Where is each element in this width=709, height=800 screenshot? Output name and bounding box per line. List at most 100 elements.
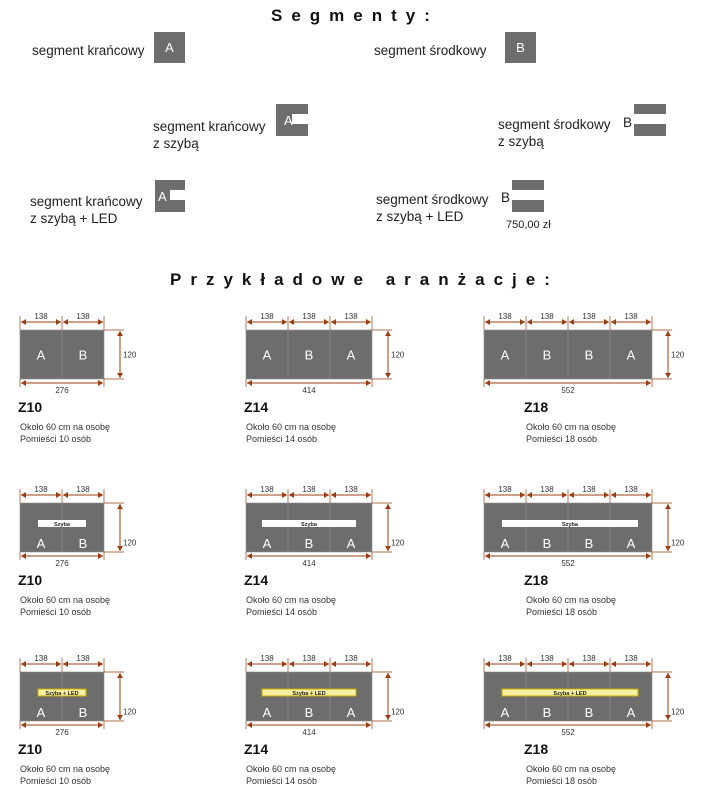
strip-label: Szyba: [562, 522, 579, 528]
segment-block: [287, 329, 331, 380]
segment-width-label: 138: [344, 312, 358, 321]
segment-letter: B: [79, 705, 88, 720]
glass-strip: [262, 520, 356, 527]
model-name: Z10: [18, 399, 43, 415]
segment-block: [483, 502, 527, 553]
segment-width-label: 138: [540, 654, 554, 663]
segment-width-label: 138: [34, 654, 48, 663]
segment-mid-led-price: 750,00 zł: [506, 219, 551, 231]
segment-mid-glass-icon: [634, 104, 666, 136]
segment-width-label: 138: [498, 312, 512, 321]
segment-block: [567, 329, 611, 380]
segment-block: [61, 502, 105, 553]
total-width-label: 414: [302, 728, 316, 737]
segment-width-label: 138: [344, 485, 358, 494]
segment-block: [19, 502, 63, 553]
page-title: Segmenty:: [271, 6, 439, 25]
segment-block: [525, 502, 569, 553]
segment-width-label: 138: [260, 654, 274, 663]
segment-letter: B: [543, 536, 552, 551]
height-label: 120: [391, 539, 405, 548]
strip-label: Szyba: [301, 522, 318, 528]
segment-block: [329, 329, 373, 380]
model-name: Z10: [18, 741, 43, 757]
height-label: 120: [391, 708, 405, 717]
height-label: 120: [671, 539, 685, 548]
segment-width-label: 138: [302, 312, 316, 321]
segment-end-icon: A: [154, 32, 185, 63]
segment-letter: A: [263, 536, 272, 551]
total-width-label: 276: [55, 559, 69, 568]
segment-width-label: 138: [34, 485, 48, 494]
height-label: 120: [671, 708, 685, 717]
segment-letter: A: [37, 705, 46, 720]
height-label: 120: [671, 351, 685, 360]
segment-letter: B: [305, 348, 314, 363]
segment-letter: B: [305, 536, 314, 551]
segment-width-label: 138: [498, 654, 512, 663]
strip-label: Szyba + LED: [292, 691, 325, 697]
segment-letter: A: [627, 536, 636, 551]
model-name: Z18: [524, 399, 549, 415]
segment-letter: A: [627, 348, 636, 363]
segment-letter: B: [543, 705, 552, 720]
glass-strip: [502, 520, 638, 527]
model-name: Z10: [18, 572, 43, 588]
total-width-label: 276: [55, 728, 69, 737]
total-width-label: 276: [55, 386, 69, 395]
segment-letter: A: [501, 705, 510, 720]
segment-width-label: 138: [260, 312, 274, 321]
segment-block: [19, 329, 63, 380]
total-width-label: 414: [302, 386, 316, 395]
segment-letter: A: [627, 705, 636, 720]
segment-letter: B: [585, 536, 594, 551]
section-title: Przykładowe aranżacje:: [170, 270, 559, 289]
segment-width-label: 138: [498, 485, 512, 494]
segment-mid-glass-letter: B: [623, 115, 633, 130]
segment-width-label: 138: [624, 654, 638, 663]
height-label: 120: [123, 539, 137, 548]
svg-text:A: A: [284, 113, 293, 128]
segment-mid-led-letter: B: [501, 190, 511, 205]
segment-block: [329, 502, 373, 553]
segment-block: [245, 502, 289, 553]
segment-block: [609, 329, 653, 380]
total-width-label: 552: [561, 728, 575, 737]
segment-mid-icon: B: [505, 32, 536, 63]
model-name: Z14: [244, 399, 269, 415]
strip-label: Szyba: [54, 522, 71, 528]
segment-width-label: 138: [582, 485, 596, 494]
segment-width-label: 138: [76, 654, 90, 663]
height-label: 120: [123, 708, 137, 717]
segment-letter: A: [501, 536, 510, 551]
total-width-label: 414: [302, 559, 316, 568]
segment-letter: B: [585, 705, 594, 720]
strip-label: Szyba + LED: [553, 691, 586, 697]
segment-width-label: 138: [624, 312, 638, 321]
segment-width-label: 138: [540, 485, 554, 494]
segment-letter: B: [305, 705, 314, 720]
total-width-label: 552: [561, 559, 575, 568]
segment-letter: A: [37, 536, 46, 551]
segment-block: [61, 329, 105, 380]
segment-letter: B: [543, 348, 552, 363]
segment-width-label: 138: [302, 485, 316, 494]
model-name: Z14: [244, 572, 269, 588]
segment-letter: B: [79, 536, 88, 551]
glass-strip: [38, 520, 86, 527]
segment-mid-led-icon: [512, 180, 544, 212]
